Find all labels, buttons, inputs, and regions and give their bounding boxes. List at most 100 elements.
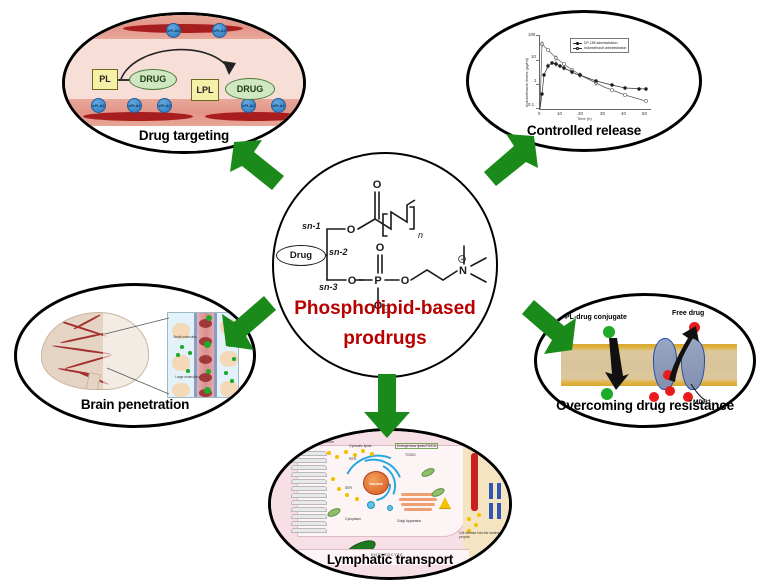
legend-entry: DP-155 administration [573,41,626,46]
label-ser: SER [345,486,352,490]
pl-drug-conjugate-dot [603,326,615,338]
conversion-arrow [120,48,236,80]
mdr1-pump-left [653,338,677,390]
lamina-propria [463,441,509,561]
label-mdr1: MDR1 [693,399,712,406]
chart-ytick: 1 [534,78,537,83]
lower-blood-vessel-left [83,112,193,121]
spla2-label: sPLA2 [158,103,171,108]
cell-membrane [561,344,737,386]
free-drug-dot [665,386,675,396]
center-title-line2: prodrugs [343,328,427,349]
legend-label: DP-155 administration [584,40,618,45]
pl-drug-bond [118,79,131,81]
lpl-box: LPL [191,79,219,101]
chart-xtick: 0 [538,111,541,116]
arrow-to-drug-resistance [522,300,576,354]
phospholipid-structure-diagram: O O O O P O O O N + - n [284,179,487,313]
brain-right-hemisphere-shade [103,313,148,389]
pl-box: PL [92,69,118,90]
label-tg-dg: TG/DG [405,453,416,457]
lymph-capillary [497,483,501,499]
panel-lymphatic-transport: Nucleus [268,428,512,580]
svg-text:O: O [373,179,382,191]
zoom-leader-lines [104,317,170,395]
label-endogenous-lipids: Endogenous lipids/TG/DG [395,443,439,450]
spla2-enzyme: sPLA2 [241,98,256,113]
spla2-enzyme: sPLA2 [157,98,172,113]
arrow-to-controlled-release [484,134,538,186]
chylomicron-particle [387,505,393,511]
svg-text:O: O [401,275,410,287]
drug-targeting-frame: sPLA2 sPLA2 sPLA2 sPLA2 sPLA2 sPLA2 sPLA… [62,12,306,154]
label-free-drug: Free drug [672,310,705,317]
entry-arrow [605,338,629,390]
caption-drug-targeting: Drug targeting [138,128,230,143]
chart-xtick: 40 [621,111,626,116]
drug-label: DRUG [236,84,264,94]
free-drug-dot [649,392,659,402]
svg-text:O: O [376,242,385,254]
sn2-label: sn-2 [329,247,348,257]
spla2-label: sPLA2 [167,28,180,33]
svg-text:+: + [461,257,464,263]
brain-penetration-frame: Small molecules Large molecules [14,283,256,428]
golgi-apparatus [399,493,439,515]
spla2-enzyme: sPLA2 [166,23,181,38]
panel-drug-resistance: PL-drug conjugate Free drug MDR1 Overcom… [534,293,756,428]
label-cytosolic-lipids: Cytosolic lipids [349,444,372,448]
blood-capillary [471,453,478,511]
controlled-release-frame: Indomethacin levels (µg/ml) 100 10 1 0.1… [466,10,702,152]
spla2-label: sPLA2 [92,103,105,108]
spla2-label: sPLA2 [213,28,226,33]
center-title-line1: Phospholipid-based [294,298,476,319]
center-prodrug-panel: O O O O P O O O N + - n [272,152,498,378]
spla2-enzyme: sPLA2 [127,98,142,113]
label-pl-drug-conjugate: PL-drug conjugate [565,314,627,321]
spla2-enzyme: sPLA2 [212,23,227,38]
chart-ytick: 0.1 [528,102,535,107]
lpl-label: LPL [196,85,214,95]
svg-text:O: O [347,224,356,236]
chart-y-axis [539,35,540,109]
label-small-molecules: Small molecules [173,335,197,339]
drug-resistance-frame: PL-drug conjugate Free drug MDR1 [534,293,756,428]
chart-xtick: 20 [578,111,583,116]
sn1-label: sn-1 [302,221,321,231]
label-chylomicron: Chylomicron [315,440,334,444]
spla2-label: sPLA2 [128,103,141,108]
lymph-capillary [489,483,493,499]
panel-brain-penetration: Small molecules Large molecules Brain pe… [14,283,256,428]
svg-text:-: - [385,307,387,313]
spla2-label: sPLA2 [272,103,285,108]
drug-oval-label: Drug [289,250,313,261]
endothelium-right [214,313,217,397]
svg-text:N: N [459,265,467,277]
svg-text:P: P [374,275,381,287]
label-large-molecules: Large molecules [175,375,199,379]
repeat-index-label: n [418,230,423,240]
upper-blood-vessel [123,24,243,33]
legend-marker-filled [573,41,582,45]
label-cm-release: CM release into the lamina propria [459,531,500,540]
chart-xlabel: Time (h) [577,116,592,121]
legend-marker-open [573,46,582,50]
lymph-capillary [497,503,501,519]
panel-drug-targeting: sPLA2 sPLA2 sPLA2 sPLA2 sPLA2 sPLA2 sPLA… [62,12,306,154]
legend-entry: Indomethacin administration [573,46,626,51]
legend-label: Indomethacin administration [584,45,627,50]
chart-ytick: 10 [531,54,536,59]
endothelium-left [194,313,197,397]
drug-ellipse-free: DRUG [225,78,275,100]
nucleus-label: Nucleus [369,482,383,486]
drug-ellipse-bound: DRUG [129,69,177,90]
chart-xtick: 30 [600,111,605,116]
free-drug-dot [663,370,673,380]
caption-controlled-release: Controlled release [526,123,642,138]
nucleus: Nucleus [363,471,389,495]
chart-x-axis [539,109,651,110]
label-cytoplasm: Cytoplasm [345,517,362,521]
enterocyte-basal-region [289,549,469,565]
sn3-label: sn-3 [319,282,338,292]
lymph-capillary [489,503,493,519]
